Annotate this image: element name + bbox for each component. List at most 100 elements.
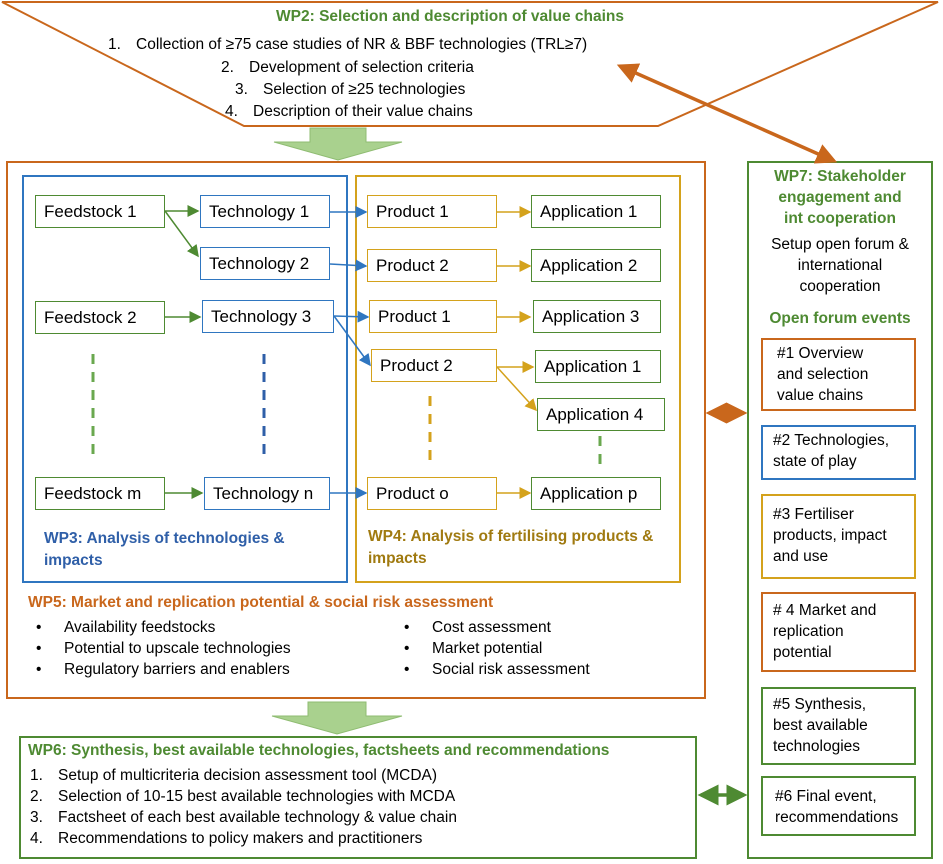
wp5-bullet-item: • Regulatory barriers and enablers: [30, 659, 291, 680]
bullet: •: [36, 661, 42, 678]
wp7-events-title: Open forum events: [769, 310, 911, 327]
event-box-1: #1 Overview and selection value chains: [761, 338, 916, 411]
wp5-bullet-item: •Availability feedstocks: [30, 617, 291, 638]
wp2-item-text: Development of selection criteria: [249, 59, 474, 76]
event-line: technologies: [773, 738, 861, 755]
wp6-item-text: Factsheet of each best available technol…: [58, 809, 457, 826]
wp6-frame: [19, 736, 697, 859]
event-line: #6 Final event,: [775, 788, 877, 805]
wp6-title: WP6: Synthesis, best available technolog…: [28, 742, 610, 759]
wp2-item: 4. Description of their value chains: [225, 101, 473, 122]
product-node: Product o: [367, 477, 497, 510]
wp6-item-text: Recommendations to policy makers and pra…: [58, 830, 423, 847]
technology-node: Technology n: [204, 477, 330, 510]
wp5-bullet-item: • Cost assessment: [398, 617, 590, 638]
event-line: #5 Synthesis,: [773, 696, 867, 713]
wp5-left-list: •Availability feedstocks • Potential to u…: [30, 617, 291, 680]
wp6-item-num: 3.: [30, 809, 43, 826]
wp7-setup-line: international: [797, 257, 883, 274]
application-node: Application 3: [533, 300, 661, 333]
wp2-item: 3. Selection of ≥25 technologies: [235, 79, 465, 100]
event-box-4: # 4 Market and replication potential: [761, 592, 916, 672]
event-box-2: #2 Technologies, state of play: [761, 425, 916, 480]
event-box-3: #3 Fertiliser products, impact and use: [761, 494, 916, 579]
wp3-title: WP3: Analysis of technologies & impacts: [44, 528, 285, 572]
bullet: •: [404, 619, 410, 636]
wp2-item-num: 2.: [221, 59, 234, 76]
wp6-item-num: 2.: [30, 788, 43, 805]
event-line: potential: [773, 644, 832, 661]
feedstock-node: Feedstock 2: [35, 301, 165, 334]
wp4-title: WP4: Analysis of fertilising products & …: [368, 526, 653, 570]
wp4-title-line: impacts: [368, 550, 427, 567]
wp6-list: 1.Setup of multicriteria decision assess…: [30, 765, 457, 849]
wp6-item-num: 4.: [30, 830, 43, 847]
wp7-title-line: WP7: Stakeholder: [774, 168, 906, 185]
wp3-frame: [22, 175, 348, 583]
wp2-item-num: 3.: [235, 81, 248, 98]
application-node: Application 4: [537, 398, 665, 431]
wp5-bullet-item: • Market potential: [398, 638, 590, 659]
event-line: products, impact: [773, 527, 887, 544]
event-line: #3 Fertiliser: [773, 506, 854, 523]
wp2-item: 1. Collection of ≥75 case studies of NR …: [108, 34, 587, 55]
event-line: value chains: [777, 387, 864, 404]
product-node: Product 2: [371, 349, 497, 382]
wp2-item-text: Selection of ≥25 technologies: [263, 81, 466, 98]
bullet: •: [404, 640, 410, 657]
wp5-title: WP5: Market and replication potential & …: [28, 594, 494, 611]
event-line: and use: [773, 548, 829, 565]
bullet-text: Market potential: [432, 640, 543, 657]
event-line: state of play: [773, 453, 857, 470]
technology-node: Technology 2: [200, 247, 330, 280]
wp6-item-text: Selection of 10-15 best available techno…: [58, 788, 456, 805]
wp5-bullet-item: • Social risk assessment: [398, 659, 590, 680]
bullet-text: Potential to upscale technologies: [64, 640, 291, 657]
wp5-frame: [6, 161, 706, 699]
wp4-title-line: WP4: Analysis of fertilising products &: [368, 528, 654, 545]
wp7-frame: [747, 161, 933, 859]
bullet: •: [36, 619, 42, 636]
event-line: #1 Overview: [777, 345, 864, 362]
product-node: Product 1: [369, 300, 497, 333]
wp3-title-line: impacts: [44, 552, 103, 569]
wp4-frame: [355, 175, 681, 583]
wp6-item: 4. Recommendations to policy makers and p…: [30, 828, 457, 849]
bullet-text: Cost assessment: [432, 619, 551, 636]
bullet-text: Regulatory barriers and enablers: [64, 661, 290, 678]
wp2-item-num: 1.: [108, 36, 121, 53]
technology-node: Technology 3: [202, 300, 334, 333]
bullet: •: [36, 640, 42, 657]
bullet-text: Social risk assessment: [432, 661, 590, 678]
event-line: best available: [773, 717, 868, 734]
event-line: replication: [773, 623, 844, 640]
wp7-setup: Setup open forum & international coopera…: [750, 234, 930, 297]
application-node: Application 2: [531, 249, 661, 282]
event-line: #2 Technologies,: [773, 432, 890, 449]
event-box-6: #6 Final event, recommendations: [761, 776, 916, 836]
wp2-item-text: Description of their value chains: [253, 103, 473, 120]
wp7-setup-line: cooperation: [799, 278, 881, 295]
feedstock-node: Feedstock 1: [35, 195, 165, 228]
application-node: Application 1: [531, 195, 661, 228]
event-box-5: #5 Synthesis, best available technologie…: [761, 687, 916, 765]
event-line: and selection: [777, 366, 869, 383]
product-node: Product 1: [367, 195, 497, 228]
feedstock-node: Feedstock m: [35, 477, 165, 510]
wp2-item-text: Collection of ≥75 case studies of NR & B…: [136, 36, 588, 53]
wp2-item-num: 4.: [225, 103, 238, 120]
wp3-title-line: WP3: Analysis of technologies &: [44, 530, 285, 547]
wp6-item: 3. Factsheet of each best available techn…: [30, 807, 457, 828]
bullet: •: [404, 661, 410, 678]
block-arrow-bottom: [271, 701, 403, 735]
wp7-setup-line: Setup open forum &: [771, 236, 909, 253]
block-arrow-top: [273, 127, 403, 161]
technology-node: Technology 1: [200, 195, 330, 228]
product-node: Product 2: [367, 249, 497, 282]
application-node: Application 1: [535, 350, 661, 383]
wp2-title: WP2: Selection and description of value …: [276, 8, 624, 25]
application-node: Application p: [531, 477, 661, 510]
wp7-title-line: engagement and: [778, 189, 902, 206]
